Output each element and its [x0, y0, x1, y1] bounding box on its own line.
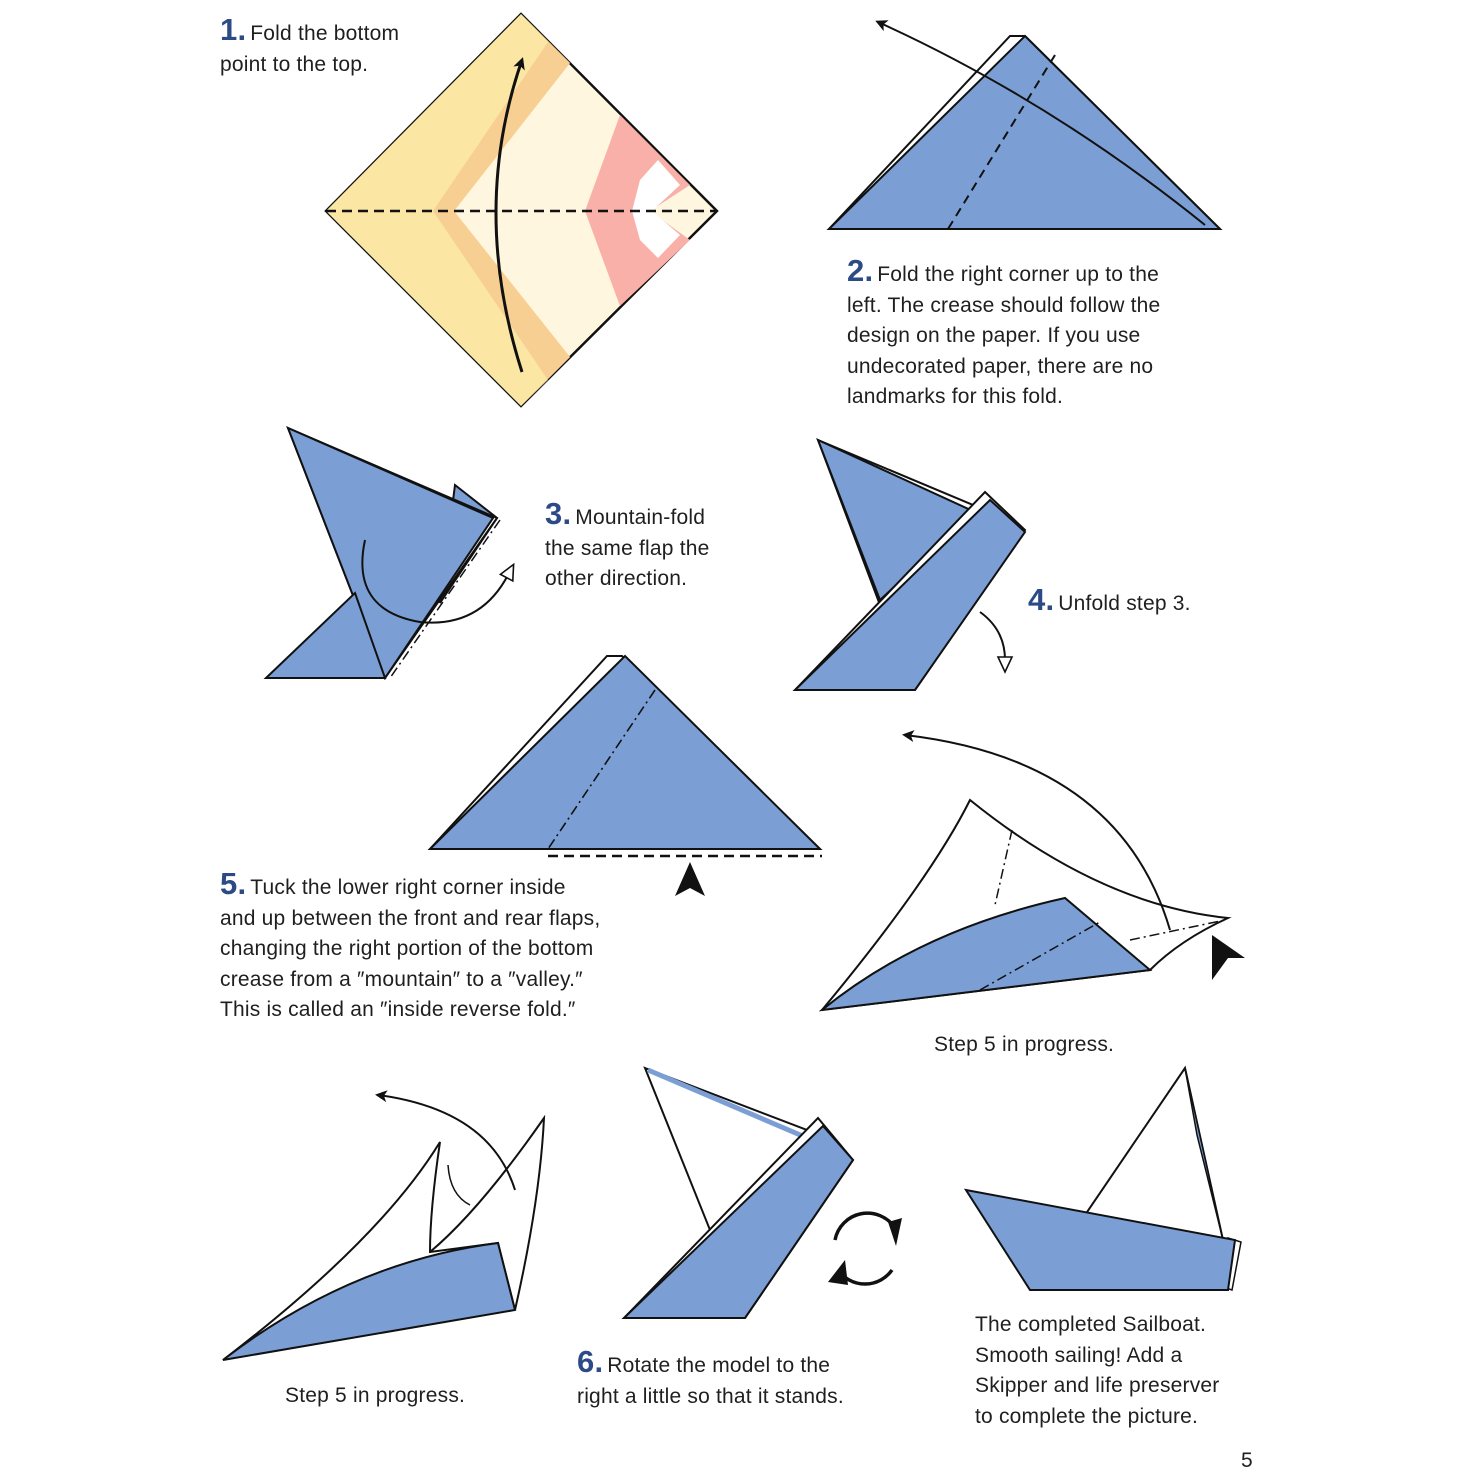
diagram-step-2 [826, 20, 1223, 230]
diagram-step-5 [427, 654, 823, 896]
fold-arrow-icon [375, 1090, 516, 1191]
mountain-fold-arrow-icon [361, 539, 515, 624]
step-5-caption: 5.Tuck the lower right corner inside and… [220, 866, 601, 1021]
final-caption: The completed Sailboat. Smooth sailing! … [975, 1313, 1220, 1428]
diagram-step-5-progress-b [222, 1090, 546, 1361]
step-1-caption: 1.Fold the bottom point to the top. [220, 12, 400, 76]
step-4-caption: 4.Unfold step 3. [1028, 582, 1191, 617]
step-6-caption: 6.Rotate the model to the right a little… [577, 1344, 844, 1408]
fold-arrow-icon [494, 57, 525, 373]
step-number: 3. [545, 496, 572, 531]
step-number: 4. [1028, 582, 1055, 617]
fold-arrow-icon [875, 20, 1206, 226]
page-number: 5 [1241, 1449, 1253, 1472]
step-2-caption: 2.Fold the right corner up to the left. … [847, 253, 1161, 408]
step-number: 1. [220, 12, 247, 47]
diagram-step-6 [621, 1066, 902, 1319]
step-5-progress-caption: Step 5 in progress. [934, 1033, 1115, 1056]
push-arrow-icon [675, 862, 705, 896]
step-5-progress-caption: Step 5 in progress. [285, 1384, 466, 1407]
diagram-step-3 [263, 426, 515, 681]
step-3-caption: 3.Mountain-fold the same flap the other … [545, 496, 710, 590]
step-number: 2. [847, 253, 874, 288]
diagram-step-1 [324, 12, 719, 408]
diagram-step-5-progress-a [818, 730, 1245, 1012]
diagram-step-4 [792, 438, 1027, 691]
completed-sailboat [963, 1065, 1242, 1291]
push-arrow-icon [1212, 935, 1245, 980]
unfold-arrow-icon [979, 611, 1014, 674]
step-number: 6. [577, 1344, 604, 1379]
step-number: 5. [220, 866, 247, 901]
rotate-icon [828, 1211, 902, 1286]
fold-arrow-icon [902, 730, 1171, 931]
